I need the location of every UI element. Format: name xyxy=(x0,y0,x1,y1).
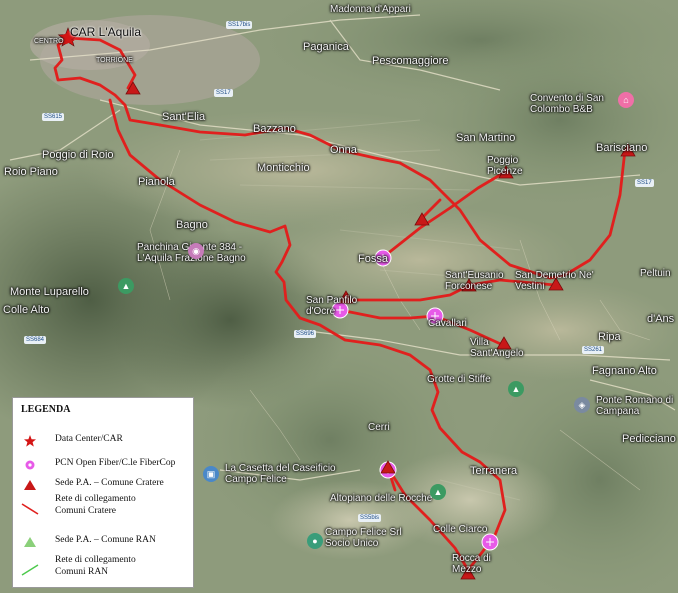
place-pianola: Pianola xyxy=(138,176,175,188)
red-triangle-icon xyxy=(24,480,36,490)
road-shield: SS261 xyxy=(582,346,605,354)
place-campo-felice: Campo Felice Srl Socio Unico xyxy=(325,527,402,549)
place-poggio-picenze: Poggio Picenze xyxy=(487,155,523,177)
road-shield: SS17 xyxy=(635,179,654,187)
place-casetta: La Casetta del Caseificio Campo Felice xyxy=(225,463,336,485)
car-label: CAR L'Aquila xyxy=(70,25,141,39)
red-line-icon xyxy=(21,503,39,515)
site-san-panfilo-icon xyxy=(338,290,354,304)
place-altopiano: Altopiano delle Rocche xyxy=(330,493,433,504)
hotel-icon[interactable]: ⌂ xyxy=(618,92,634,108)
place-peltuinum: Peltuin xyxy=(640,268,671,279)
place-dans: d'Ans xyxy=(647,313,675,325)
place-monte-luparello: Monte Luparello xyxy=(10,286,89,298)
road-shield: SS696 xyxy=(294,330,317,338)
crater-sites xyxy=(125,81,636,580)
magenta-circle-icon xyxy=(25,460,35,470)
place-torrione: TORRIONE xyxy=(96,57,133,64)
data-center-star-icon xyxy=(57,27,79,47)
place-san-demetrio: San Demetrio Ne' Vestini xyxy=(515,270,594,292)
road-shield: SS5bis xyxy=(358,514,382,522)
road-shield: SS615 xyxy=(42,113,65,121)
site-villa-icon xyxy=(496,336,512,350)
green-triangle-icon xyxy=(24,537,36,547)
place-ponte-romano: Ponte Romano di Campana xyxy=(596,395,674,417)
place-paganica: Paganica xyxy=(303,41,349,53)
place-rocca-di-mezzo: Rocca di Mezzo xyxy=(452,553,491,575)
place-bazzano: Bazzano xyxy=(253,123,296,135)
place-colle-ciarco: Colle Ciarco xyxy=(433,524,488,535)
road-shield: SS17bis xyxy=(226,21,253,29)
grotte-park-icon[interactable]: ▲ xyxy=(508,381,524,397)
place-barisciano: Barisciano xyxy=(596,142,648,154)
pcn-nodes xyxy=(331,249,499,551)
red-star-icon xyxy=(24,435,36,447)
shop-icon[interactable]: ▣ xyxy=(203,466,219,482)
site-laquila-icon xyxy=(125,81,141,95)
place-bagno: Bagno xyxy=(176,219,208,231)
place-madonna: Madonna d'Appari xyxy=(330,4,411,15)
place-pescomaggiore: Pescomaggiore xyxy=(372,55,449,67)
place-colle-alto: Colle Alto xyxy=(3,304,50,316)
road-shield: SS17 xyxy=(214,89,233,97)
place-sant-elia: Sant'Elia xyxy=(162,111,206,123)
road-shield: SS684 xyxy=(24,336,47,344)
site-rocca-di-mezzo-icon xyxy=(460,566,476,580)
pcn-cavallari-icon xyxy=(426,307,444,325)
site-rocca-north-icon xyxy=(380,460,396,474)
place-poggio-di-roio: Poggio di Roio xyxy=(42,149,114,161)
place-monticchio: Monticchio xyxy=(257,162,310,174)
place-roio-piano: Roio Piano xyxy=(4,166,58,178)
place-cerri: Cerri xyxy=(368,422,390,433)
place-ripa: Ripa xyxy=(598,331,621,343)
place-sant-eusanio: Sant'Eusanio Forconese xyxy=(445,270,504,292)
place-cavallari: Cavallari xyxy=(428,318,467,329)
place-convento: Convento di San Colombo B&B xyxy=(530,93,604,115)
place-grotte: Grotte di Stiffe xyxy=(427,374,491,385)
camera-icon[interactable]: ◉ xyxy=(188,243,204,259)
site-poggio-picenze-icon xyxy=(498,165,514,179)
landmark-icon[interactable]: ◈ xyxy=(574,397,590,413)
place-fagnano: Fagnano Alto xyxy=(592,365,657,377)
site-sant-eusanio-icon xyxy=(461,278,477,292)
place-san-panfilo: San Panfilo d'Ocre xyxy=(306,295,358,317)
site-fossa-north-icon xyxy=(414,212,430,226)
place-centro: CENTRO xyxy=(34,38,64,45)
crater-network xyxy=(53,36,627,572)
green-line-icon xyxy=(21,564,39,576)
park-icon[interactable]: ▲ xyxy=(118,278,134,294)
business-icon[interactable]: ● xyxy=(307,533,323,549)
place-fossa: Fossa xyxy=(358,253,388,265)
place-villa: Villa Sant'Angelo xyxy=(470,337,524,359)
legend-title: LEGENDA xyxy=(21,404,71,415)
site-san-demetrio-icon xyxy=(548,277,564,291)
legend: LEGENDA Data Center/CAR PCN Open Fiber/C… xyxy=(12,397,194,588)
place-terranera: Terranera xyxy=(470,465,518,477)
site-barisciano-icon xyxy=(620,143,636,157)
pcn-colle-ciarco-icon xyxy=(481,533,499,551)
altopiano-park-icon[interactable]: ▲ xyxy=(430,484,446,500)
place-onna: Onna xyxy=(330,144,357,156)
place-pedicciano: Pedicciano xyxy=(622,433,676,445)
place-san-martino: San Martino xyxy=(456,132,516,144)
pcn-fossa-icon xyxy=(374,249,392,267)
